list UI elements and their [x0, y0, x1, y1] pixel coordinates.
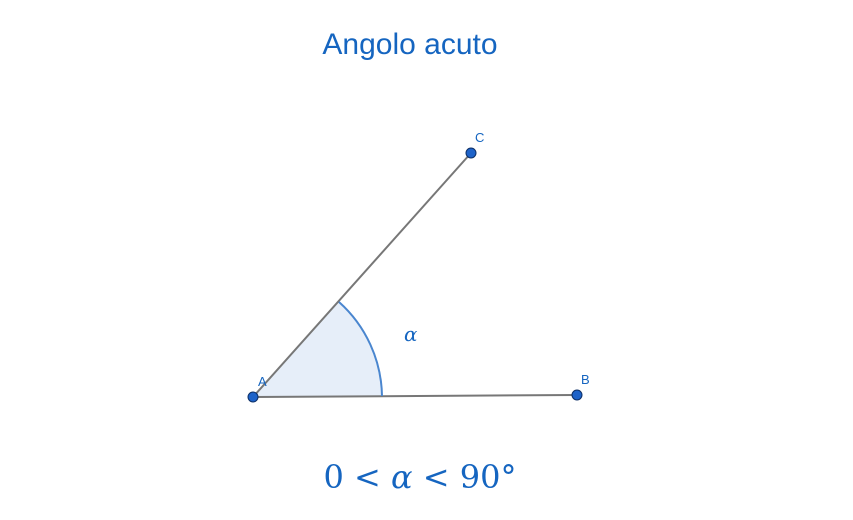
formula-lower-bound: 0: [323, 458, 344, 496]
page-title: Angolo acuto: [322, 28, 498, 61]
point-C[interactable]: [465, 147, 477, 159]
formula-less-than-1: <: [354, 458, 381, 496]
angle-label-alpha: α: [404, 322, 418, 346]
point-A[interactable]: [247, 391, 259, 403]
point-label-C: C: [475, 130, 484, 145]
formula-less-than-2: <: [422, 458, 450, 496]
angle-sector-alpha: [253, 302, 382, 397]
formula-upper-bound: 90°: [459, 458, 517, 496]
point-B[interactable]: [571, 389, 583, 401]
angle-arc-alpha: [338, 301, 383, 397]
segment-AC[interactable]: [252, 152, 472, 398]
angle-inequality-formula: 0 < α < 90°: [0, 458, 840, 496]
point-label-B: B: [581, 372, 590, 387]
segment-AB[interactable]: [252, 394, 578, 398]
formula-alpha: α: [391, 458, 413, 496]
point-label-A: A: [258, 374, 267, 389]
